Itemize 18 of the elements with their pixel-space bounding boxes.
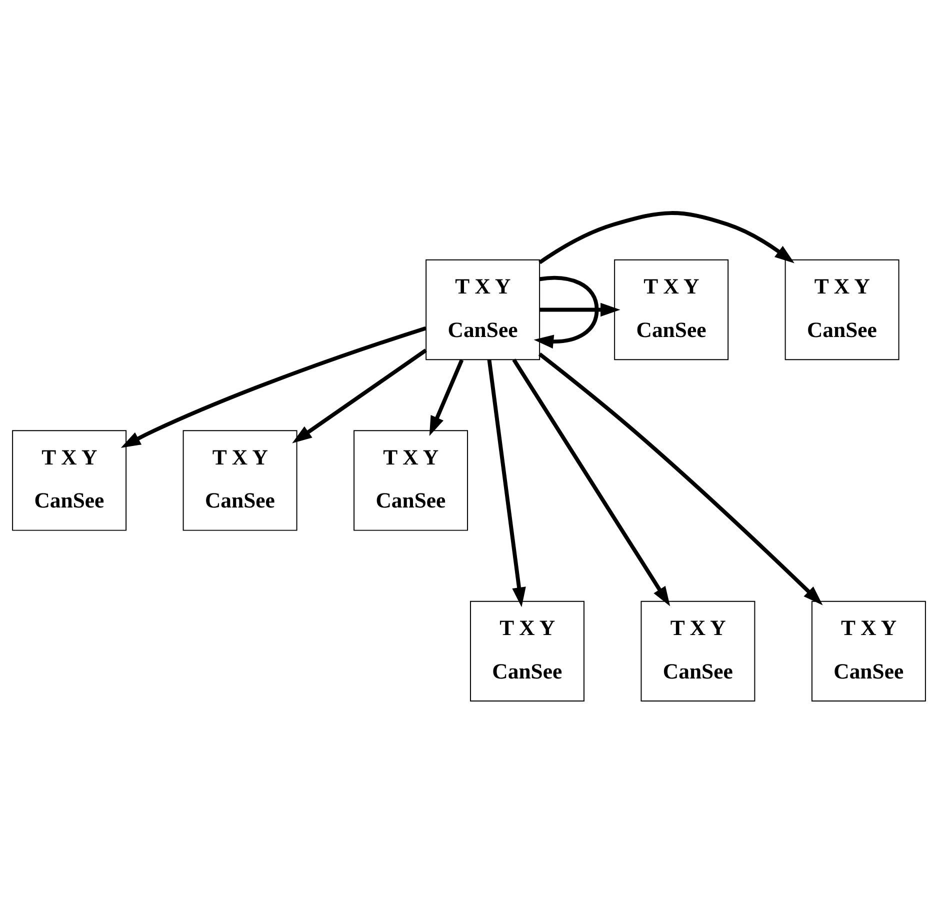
node-box: T X Y CanSee bbox=[12, 430, 127, 531]
arrow bbox=[538, 352, 823, 606]
arrow bbox=[512, 358, 670, 606]
node-box: T X Y CanSee bbox=[182, 430, 298, 531]
node-box: T X Y CanSee bbox=[614, 259, 729, 360]
node-box: T X Y CanSee bbox=[354, 430, 468, 531]
arrow bbox=[540, 302, 620, 317]
arrow bbox=[538, 211, 794, 264]
node-box: T X Y CanSee bbox=[784, 259, 900, 360]
node-box: T X Y CanSee bbox=[426, 259, 540, 360]
node-box: T X Y CanSee bbox=[811, 600, 926, 702]
node-box: T X Y CanSee bbox=[640, 600, 756, 702]
node-box: T X Y CanSee bbox=[470, 600, 584, 702]
arrow bbox=[534, 276, 599, 349]
arrow bbox=[292, 348, 428, 444]
arrow bbox=[120, 326, 426, 448]
arrow bbox=[487, 359, 526, 608]
arrow bbox=[429, 359, 464, 436]
